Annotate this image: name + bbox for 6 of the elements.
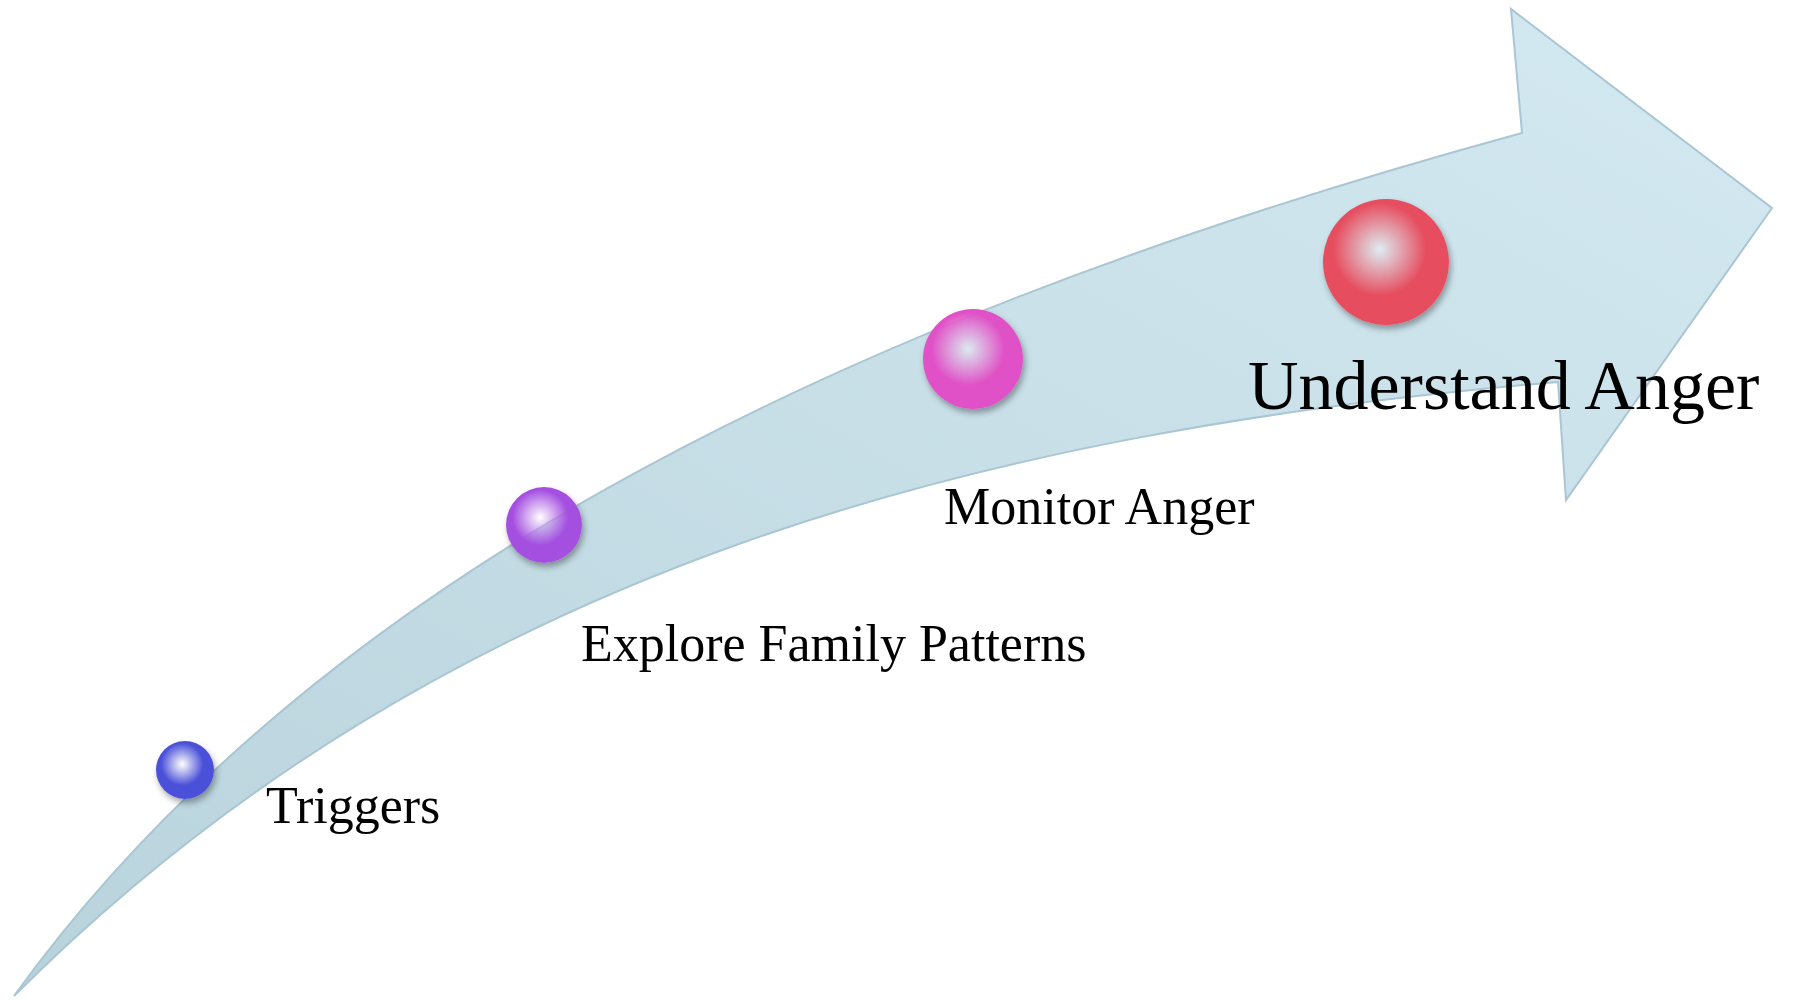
- step-circle: [923, 309, 1023, 409]
- step-circle: [506, 487, 582, 563]
- step-label: Explore Family Patterns: [581, 618, 1087, 670]
- step-label: Triggers: [266, 780, 441, 832]
- step-label: Monitor Anger: [944, 481, 1255, 533]
- step-circle: [156, 741, 214, 799]
